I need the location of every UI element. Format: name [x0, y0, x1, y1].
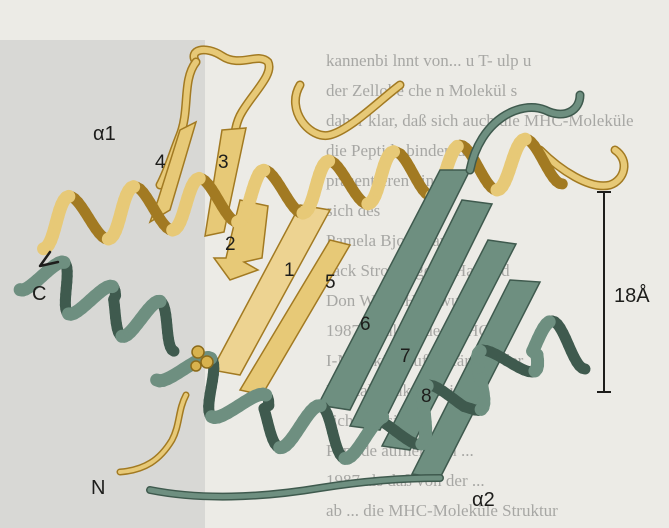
alpha2-helix-segment [582, 368, 585, 369]
alpha1-helix-segment [66, 196, 69, 197]
strand-label: 4 [155, 152, 166, 173]
strand-label: 3 [218, 152, 229, 173]
alpha2-helix-segment [370, 417, 383, 418]
alpha1-helix-segment [455, 146, 457, 149]
show-through-line: daher klar, daß sich auch die MHC-Molekü… [326, 111, 634, 130]
alpha2-label: α2 [472, 489, 495, 511]
show-through-line: ab ... die MHC-Moleküle Struktur [326, 501, 558, 520]
alpha1-helix-segment [559, 183, 562, 184]
c-terminus-label: C [32, 283, 46, 305]
strand-label: 1 [284, 260, 295, 281]
alpha1-helix-segment [197, 178, 200, 179]
alpha1-label: α1 [93, 123, 116, 145]
c-terminal-helix-segment [172, 350, 174, 351]
alpha2-helix-segment [478, 351, 480, 353]
strand-label: 8 [421, 386, 432, 407]
scale-label: 18Å [614, 284, 650, 307]
alpha2-helix-segment [263, 394, 266, 395]
alpha1-helix-segment [261, 170, 264, 171]
show-through-line: der Zellobe che n Molekül s [326, 81, 517, 100]
strand-label: 6 [360, 314, 371, 335]
alpha1-helix-segment [523, 139, 526, 140]
alpha2-helix-segment [546, 322, 549, 324]
strand-label: 7 [400, 346, 411, 367]
show-through-line: kannenbi lnnt von... u T- ulp u [326, 51, 532, 70]
alpha1-helix-segment [391, 152, 394, 153]
strand-label: 2 [225, 234, 236, 255]
alpha1-helix-segment [326, 161, 329, 162]
strand-label: 5 [325, 272, 336, 293]
n-terminus-label: N [91, 477, 105, 499]
alpha1-helix-segment [131, 187, 134, 188]
